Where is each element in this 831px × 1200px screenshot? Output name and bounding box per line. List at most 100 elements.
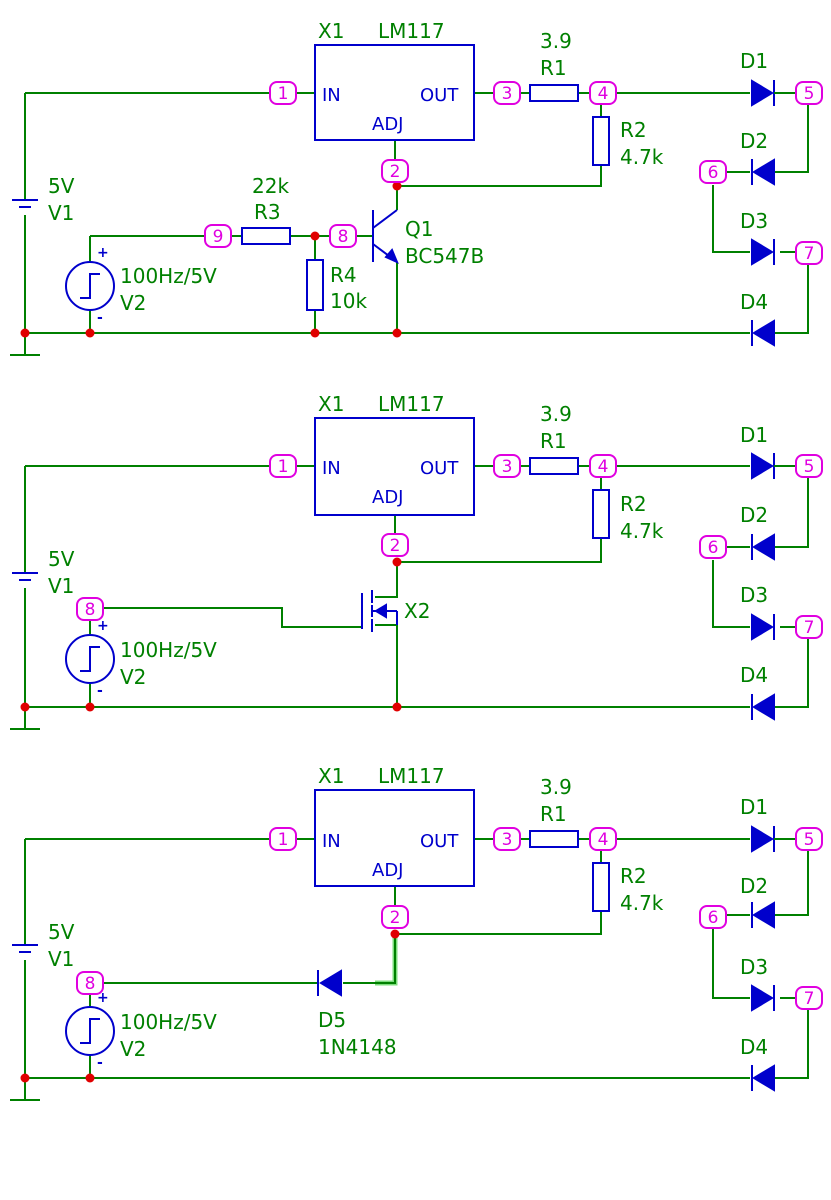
diode-d4 <box>713 1064 775 1092</box>
d4-ref: D4 <box>740 290 768 314</box>
svg-text:8: 8 <box>338 227 349 247</box>
svg-text:3: 3 <box>502 457 513 477</box>
node-6: 6 <box>699 535 727 559</box>
d1-ref: D1 <box>740 49 768 73</box>
transistor-q1 <box>372 209 399 264</box>
node-5: 5 <box>795 454 823 478</box>
node-7: 7 <box>795 615 823 639</box>
r1-ref: R1 <box>540 802 567 826</box>
svg-text:1: 1 <box>278 457 289 477</box>
resistor-r2 <box>592 862 610 912</box>
r4-value: 10k <box>330 289 367 313</box>
node-4: 4 <box>589 827 617 851</box>
r1-value: 3.9 <box>540 402 572 426</box>
node-6: 6 <box>699 160 727 184</box>
svg-text:6: 6 <box>708 908 719 928</box>
svg-text:1: 1 <box>278 830 289 850</box>
pulse-source-v2: + - <box>65 245 115 326</box>
v1-ref: V1 <box>48 201 74 225</box>
diode-d2 <box>725 158 775 186</box>
pin-in-label: IN <box>322 831 341 852</box>
node-8: 8 <box>76 971 104 995</box>
d5-part: 1N4148 <box>318 1035 397 1059</box>
v2-ref: V2 <box>120 291 146 315</box>
svg-text:+: + <box>97 618 109 634</box>
regulator-ref: X1 <box>318 764 344 788</box>
node-3: 3 <box>493 827 521 851</box>
resistor-r1 <box>529 830 579 848</box>
pulse-source-v2: + - <box>65 990 115 1071</box>
v1-ref: V1 <box>48 574 74 598</box>
v2-value: 100Hz/5V <box>120 1010 217 1034</box>
junction-dots <box>20 557 402 712</box>
d3-ref: D3 <box>740 955 768 979</box>
pin-out-label: OUT <box>420 831 459 852</box>
diode-d4 <box>713 319 775 347</box>
svg-text:6: 6 <box>708 538 719 558</box>
node-1: 1 <box>269 827 297 851</box>
node-4: 4 <box>589 454 617 478</box>
junction-dots <box>20 929 400 1083</box>
diode-d1 <box>713 452 796 480</box>
svg-text:5: 5 <box>804 84 815 104</box>
pin-adj-label: ADJ <box>372 860 403 881</box>
d5-ref: D5 <box>318 1008 346 1032</box>
v2-value: 100Hz/5V <box>120 264 217 288</box>
diode-d4 <box>713 693 775 721</box>
v2-value: 100Hz/5V <box>120 638 217 662</box>
diode-d2 <box>725 901 775 929</box>
junction-dots <box>20 181 402 338</box>
circuit-2: IN OUT ADJ X1 LM117 3.9 R1 R2 4.7k X2 5V… <box>10 392 823 730</box>
pulse-source-v2: + - <box>65 618 115 699</box>
resistor-r1 <box>529 84 579 102</box>
diode-d2 <box>725 533 775 561</box>
v2-ref: V2 <box>120 1037 146 1061</box>
r1-ref: R1 <box>540 429 567 453</box>
svg-text:7: 7 <box>804 618 815 638</box>
regulator-x1 <box>314 789 475 887</box>
r2-ref: R2 <box>620 118 647 142</box>
d2-ref: D2 <box>740 503 768 527</box>
diode-d3 <box>751 238 775 266</box>
d3-ref: D3 <box>740 583 768 607</box>
svg-text:5: 5 <box>804 457 815 477</box>
r2-value: 4.7k <box>620 891 664 915</box>
node-2: 2 <box>381 905 409 929</box>
q1-part: BC547B <box>405 244 484 268</box>
node-1: 1 <box>269 81 297 105</box>
q1-ref: Q1 <box>405 217 433 241</box>
svg-text:-: - <box>97 310 103 326</box>
svg-text:+: + <box>97 245 109 261</box>
diode-d3 <box>751 984 775 1012</box>
pin-in-label: IN <box>322 85 341 106</box>
svg-text:+: + <box>97 990 109 1006</box>
node-5: 5 <box>795 827 823 851</box>
diode-d1 <box>713 825 796 853</box>
v1-ref: V1 <box>48 947 74 971</box>
circuit-1: IN OUT ADJ X1 LM117 3.9 R1 R2 4.7k 22k R… <box>10 19 823 356</box>
regulator-ref: X1 <box>318 19 344 43</box>
svg-text:1: 1 <box>278 84 289 104</box>
svg-text:9: 9 <box>213 227 224 247</box>
pin-in-label: IN <box>322 458 341 479</box>
node-6: 6 <box>699 905 727 929</box>
r1-ref: R1 <box>540 56 567 80</box>
r2-ref: R2 <box>620 864 647 888</box>
v2-ref: V2 <box>120 665 146 689</box>
v1-value: 5V <box>48 174 75 198</box>
node-7: 7 <box>795 241 823 265</box>
regulator-x1 <box>314 417 475 516</box>
svg-text:8: 8 <box>85 974 96 994</box>
r1-value: 3.9 <box>540 29 572 53</box>
r1-value: 3.9 <box>540 775 572 799</box>
svg-text:4: 4 <box>598 84 609 104</box>
x2-ref: X2 <box>404 599 430 623</box>
diode-d1 <box>713 79 796 107</box>
regulator-ref: X1 <box>318 392 344 416</box>
d1-ref: D1 <box>740 795 768 819</box>
d4-ref: D4 <box>740 663 768 687</box>
node-3: 3 <box>493 81 521 105</box>
r2-ref: R2 <box>620 492 647 516</box>
node-2: 2 <box>381 533 409 557</box>
